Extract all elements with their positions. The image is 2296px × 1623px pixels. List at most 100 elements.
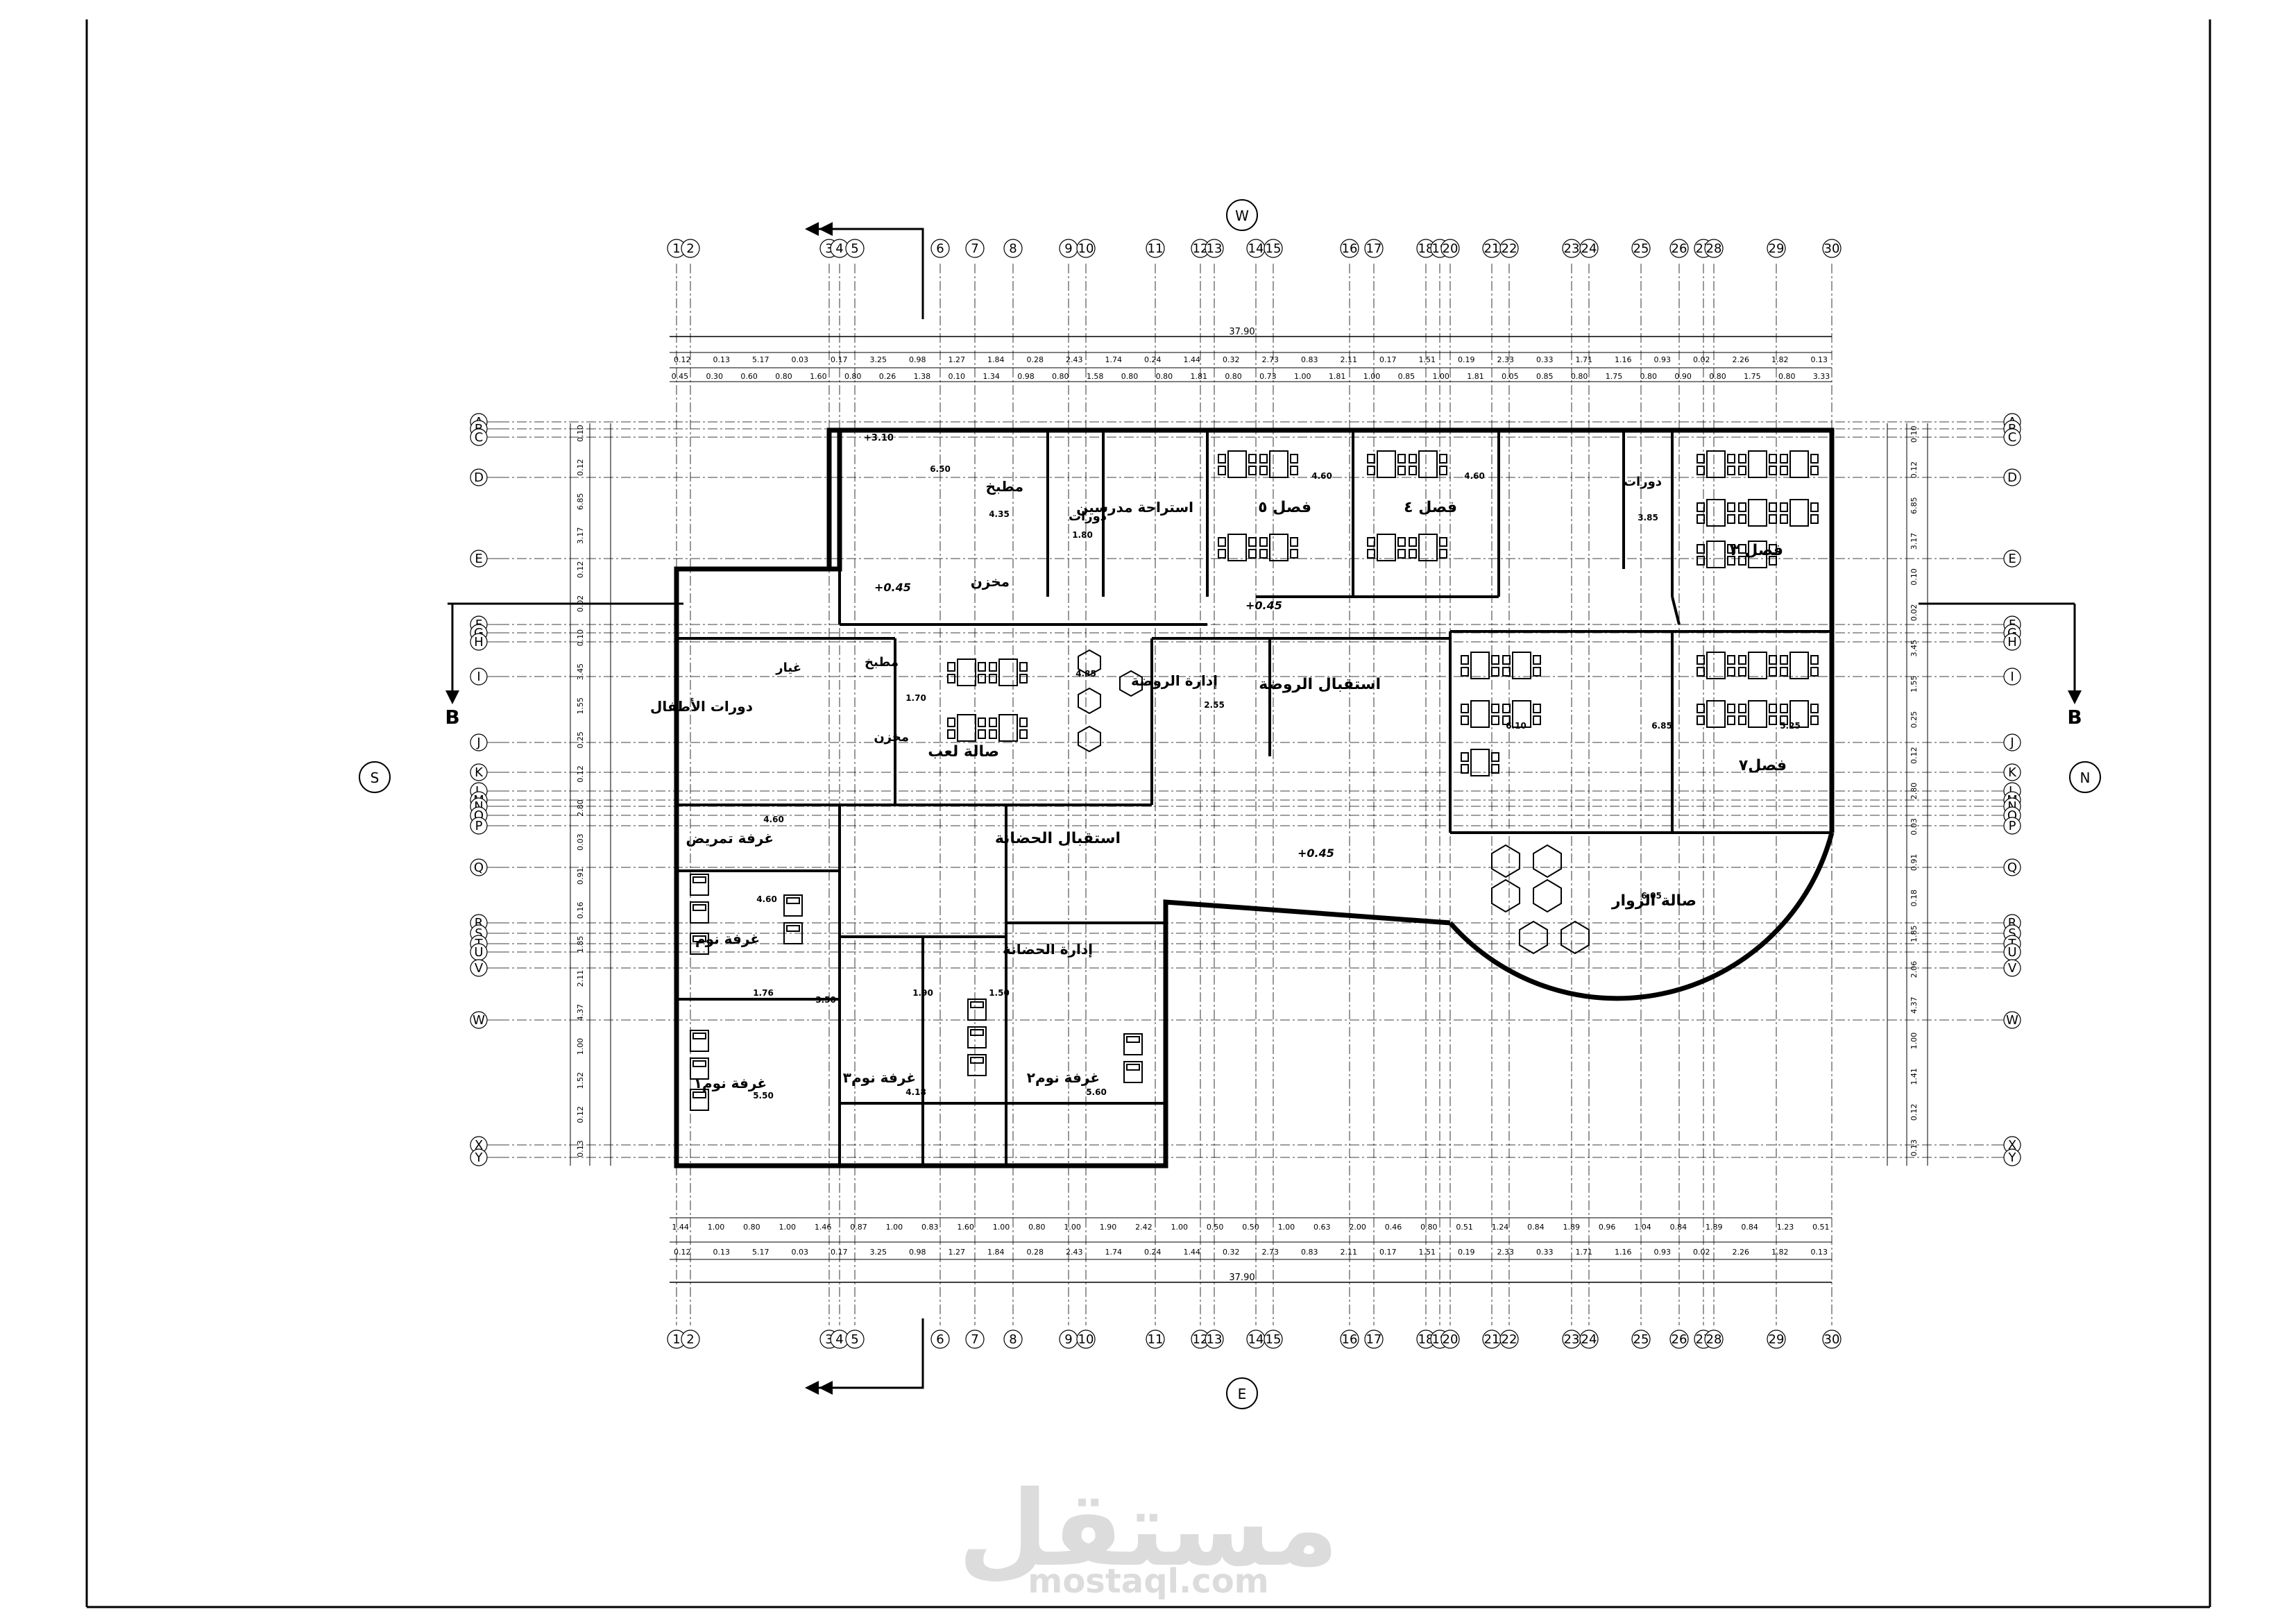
bed xyxy=(690,874,709,896)
top-dimension: 1.27 xyxy=(949,355,966,364)
chair xyxy=(978,717,986,727)
top-dimension-detail: 0.80 xyxy=(1640,372,1658,381)
bottom-dimension-detail: 1.00 xyxy=(886,1223,903,1232)
chair xyxy=(1491,655,1499,665)
chair xyxy=(1491,752,1499,762)
svg-text:+0.45: +0.45 xyxy=(874,581,911,594)
pillow xyxy=(692,876,706,883)
bottom-dimension: 1.74 xyxy=(1105,1248,1123,1257)
column-label: 9 xyxy=(1064,1332,1072,1347)
row-label: J xyxy=(476,736,480,750)
chair xyxy=(1502,704,1511,713)
bottom-dimension: 1.84 xyxy=(987,1248,1005,1257)
bed xyxy=(1123,1033,1143,1055)
chair xyxy=(978,729,986,739)
right-dimension: 0.12 xyxy=(1910,1104,1919,1121)
row-bubble xyxy=(470,1011,488,1029)
chair xyxy=(1810,667,1819,677)
bottom-dimension: 0.19 xyxy=(1458,1248,1475,1257)
chair xyxy=(1738,715,1746,725)
bottom-dimension: 1.71 xyxy=(1576,1248,1593,1257)
room-change: غيار xyxy=(775,661,801,675)
row-bubble xyxy=(470,550,488,568)
chair xyxy=(1218,549,1226,559)
top-dimension: 2.43 xyxy=(1066,355,1083,364)
bottom-dimension: 0.98 xyxy=(909,1248,926,1257)
column-label: 12 xyxy=(1193,241,1209,256)
bottom-dimension: 0.17 xyxy=(1379,1248,1397,1257)
chair xyxy=(1738,667,1746,677)
bottom-dimension-detail: 0.83 xyxy=(921,1223,939,1232)
chair xyxy=(1461,655,1469,665)
table xyxy=(1748,450,1767,478)
top-dimension-detail: 0.73 xyxy=(1259,372,1277,381)
top-dimension: 0.98 xyxy=(909,355,926,364)
top-dimension: 3.25 xyxy=(870,355,887,364)
top-dimension: 5.17 xyxy=(752,355,769,364)
pillow xyxy=(786,925,800,932)
right-dimension: 3.17 xyxy=(1910,533,1919,550)
column-bubble xyxy=(930,1329,950,1349)
chair xyxy=(1780,502,1788,512)
chair xyxy=(1738,556,1746,566)
right-dimension: 0.10 xyxy=(1910,425,1919,443)
top-dimension: 2.11 xyxy=(1341,355,1358,364)
column-bubble xyxy=(1669,1329,1689,1349)
column-bubble xyxy=(1440,239,1460,258)
row-label: W xyxy=(473,1013,485,1028)
column-label: 29 xyxy=(1769,241,1785,256)
chair xyxy=(1727,556,1735,566)
chair xyxy=(1439,549,1447,559)
column-bubble xyxy=(1499,239,1519,258)
chair xyxy=(1439,466,1447,475)
chair xyxy=(1409,549,1417,559)
table xyxy=(1748,700,1767,728)
row-bubble xyxy=(470,1148,488,1166)
top-dimension: 0.02 xyxy=(1693,355,1710,364)
left-dimension: 2.80 xyxy=(576,799,585,817)
row-bubble xyxy=(470,763,488,781)
column-label: 11 xyxy=(1148,1332,1164,1347)
total-length-bottom: 37.90 xyxy=(1229,1273,1255,1283)
left-dimension: 3.45 xyxy=(576,663,585,681)
right-dimension: 4.37 xyxy=(1910,996,1919,1014)
room-activity-hall: صالة الزوار xyxy=(1611,892,1697,910)
bottom-dimension: 0.03 xyxy=(792,1248,809,1257)
chair xyxy=(1738,704,1746,713)
column-bubble xyxy=(1364,1329,1384,1349)
row-bubble xyxy=(2003,1011,2021,1029)
bottom-dimension: 0.83 xyxy=(1301,1248,1318,1257)
table xyxy=(957,658,976,686)
row-label: W xyxy=(2006,1013,2018,1028)
room-class-7: فصل٧ xyxy=(1739,757,1787,774)
column-label: 30 xyxy=(1824,1332,1840,1347)
top-dimension-detail: 0.80 xyxy=(1052,372,1069,381)
chair xyxy=(1780,454,1788,464)
bottom-dimension: 5.17 xyxy=(752,1248,769,1257)
row-label: X xyxy=(2008,1138,2016,1153)
column-bubble xyxy=(1364,239,1384,258)
column-bubble xyxy=(930,239,950,258)
chair xyxy=(947,717,955,727)
column-label: 28 xyxy=(1706,241,1722,256)
top-dimension: 0.17 xyxy=(831,355,848,364)
right-dimension: 0.13 xyxy=(1910,1139,1919,1157)
column-bubble xyxy=(1767,239,1786,258)
top-dimension-detail: 0.10 xyxy=(949,372,966,381)
chair xyxy=(1491,764,1499,774)
row-label: Q xyxy=(474,860,484,875)
table xyxy=(1512,652,1531,679)
row-bubble xyxy=(2003,817,2021,835)
table xyxy=(1227,534,1247,561)
building-walls xyxy=(674,427,1835,1169)
chair xyxy=(1697,556,1705,566)
bottom-dimension-detail: 0.80 xyxy=(1420,1223,1438,1232)
chair xyxy=(1738,502,1746,512)
bottom-dimension-detail: 0.63 xyxy=(1313,1223,1331,1232)
column-label: 10 xyxy=(1078,1332,1094,1347)
chair xyxy=(1769,466,1777,475)
right-dimension: 2.80 xyxy=(1910,783,1919,800)
room-teachers-rest: استراحة مدرسين xyxy=(1076,499,1193,516)
compass-west: W xyxy=(1235,207,1249,224)
